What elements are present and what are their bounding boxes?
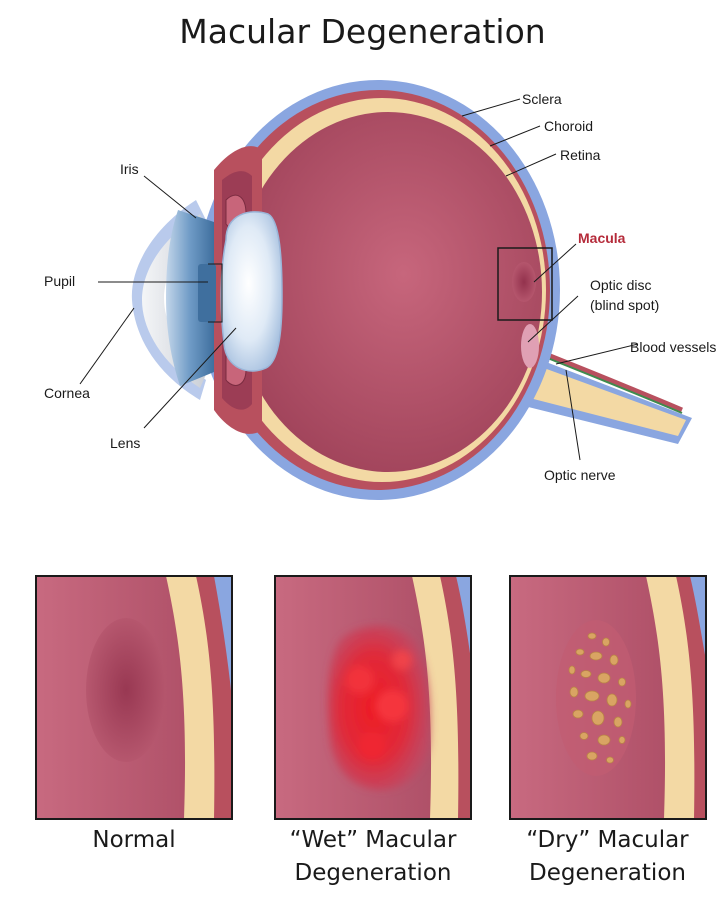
label-pupil: Pupil [44, 273, 75, 289]
caption-dry-line1: “Dry” Macular [526, 827, 689, 853]
caption-wet: “Wet” Macular Degeneration [255, 824, 491, 890]
optic-nerve [508, 349, 692, 444]
label-lens: Lens [110, 435, 140, 451]
label-cornea: Cornea [44, 385, 90, 401]
caption-wet-line2: Degeneration [294, 860, 452, 886]
label-sclera: Sclera [522, 91, 562, 107]
label-retina: Retina [560, 147, 601, 163]
normal-macula [86, 618, 166, 762]
page-title: Macular Degeneration [179, 12, 546, 51]
panel-wet [274, 575, 472, 820]
label-blood-vessels: Blood vessels [630, 339, 716, 355]
pupil [198, 264, 216, 322]
label-optic-disc: Optic disc [590, 277, 651, 293]
panel-normal [35, 575, 233, 820]
label-optic-disc-note: (blind spot) [590, 297, 659, 313]
vitreous-body [234, 112, 542, 472]
caption-normal: Normal [36, 824, 232, 857]
leader-lines [79, 98, 639, 461]
label-iris: Iris [120, 161, 139, 177]
caption-dry: “Dry” Macular Degeneration [490, 824, 725, 890]
caption-dry-line2: Degeneration [529, 860, 686, 886]
caption-normal-line1: Normal [92, 827, 176, 853]
optic-disc [521, 324, 539, 368]
cornea-outer [131, 200, 206, 400]
label-macula: Macula [578, 230, 626, 246]
cornea [142, 214, 208, 388]
label-choroid: Choroid [544, 118, 593, 134]
macula-highlight-box [497, 247, 553, 321]
iris [166, 210, 214, 386]
label-optic-nerve: Optic nerve [544, 467, 616, 483]
caption-wet-line1: “Wet” Macular [289, 827, 457, 853]
lens [220, 211, 283, 372]
macula [512, 262, 536, 302]
panel-dry [509, 575, 707, 820]
wet-hemorrhage [327, 625, 431, 791]
dry-drusen [568, 632, 632, 764]
